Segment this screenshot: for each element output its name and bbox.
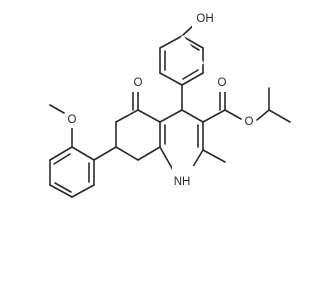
bond [182,69,199,80]
structure-diagram: OH O O O O NH [49,12,291,198]
ring-nh-label: NH [174,176,191,188]
bond [49,146,73,161]
bond [71,146,95,161]
bond [224,109,242,120]
bond [268,109,291,123]
bond [49,184,73,198]
bond [137,109,161,123]
bond [71,184,95,198]
bond [202,109,226,123]
bond [137,146,161,161]
bonds [49,21,291,198]
ester-carbonyl-oxygen-label: O [218,77,227,89]
bond [93,146,117,161]
bond [159,146,174,171]
ester-oxygen-label: O [245,116,254,128]
methoxy-oxygen-label: O [68,114,77,126]
bond [159,35,183,49]
bond [115,146,139,161]
bond [181,109,204,123]
bond [54,182,72,193]
bond [181,72,204,86]
bond [53,153,71,165]
bond [159,72,183,86]
hydroxyl-label: OH [196,13,213,25]
atom-labels: OH O O O O NH [65,12,256,188]
ketone-oxygen-label: O [134,77,143,89]
bond [159,109,183,123]
bond [202,149,226,163]
bond [181,35,204,49]
bond [115,109,139,123]
bond [49,104,65,114]
bond [256,109,270,121]
molecule-canvas: OH O O O O NH [49,12,291,198]
